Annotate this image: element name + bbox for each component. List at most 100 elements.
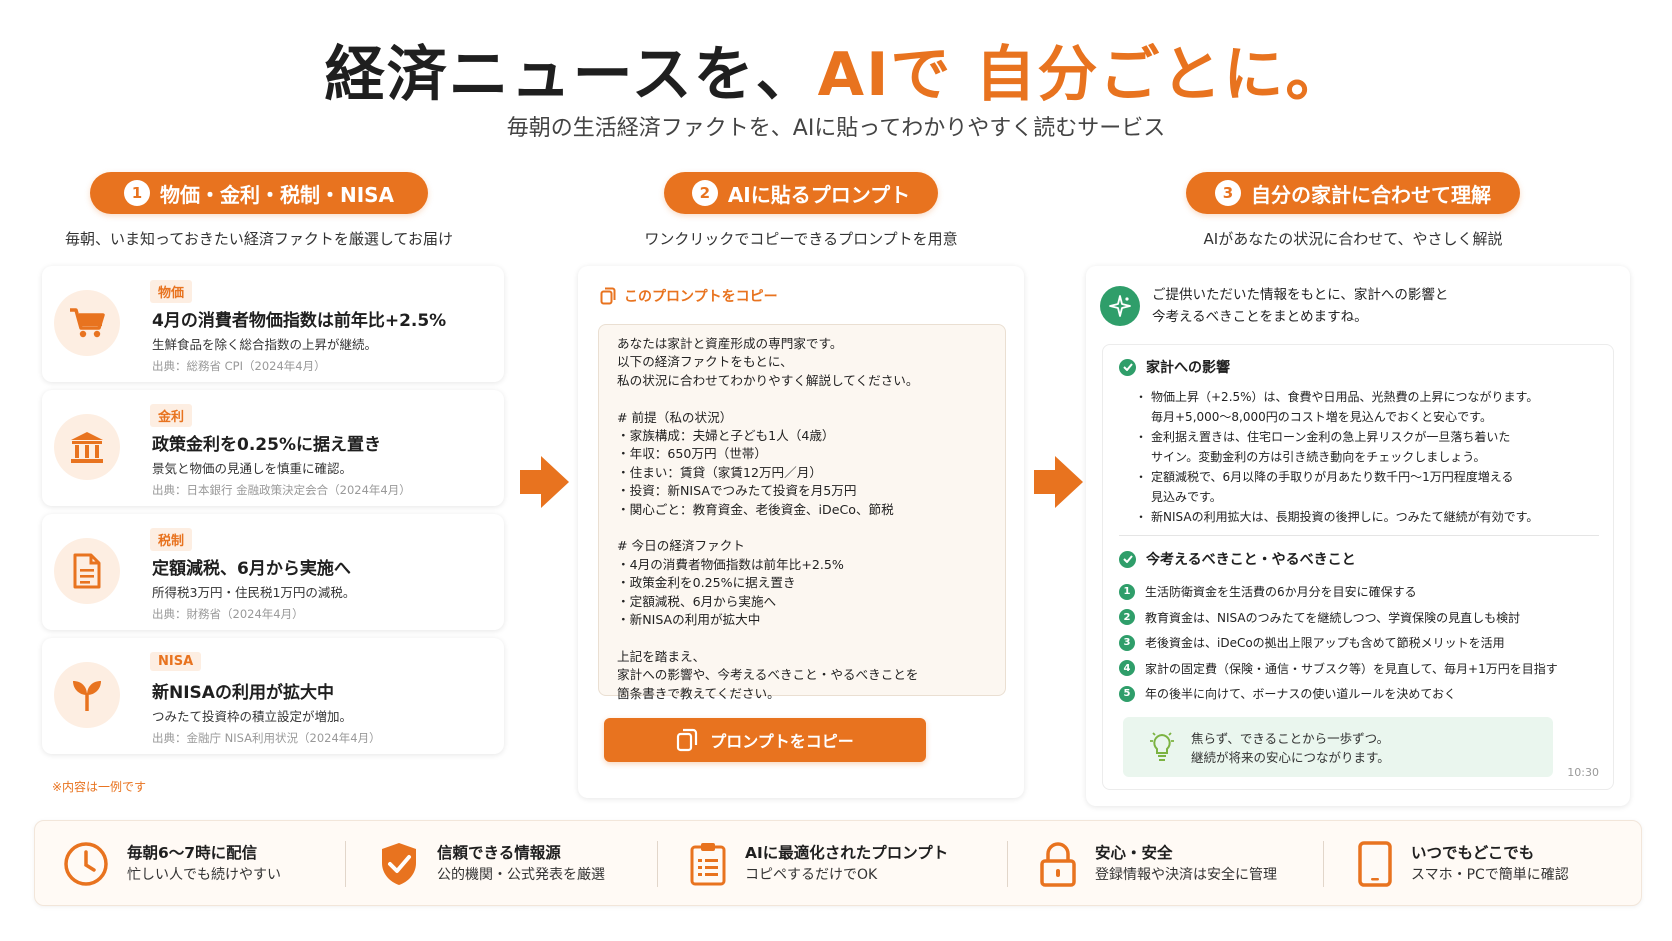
prompt-line: 箇条書きで教えてください。 <box>617 685 780 701</box>
prompt-line: ・家族構成：夫婦と子ども1人（4歳） <box>617 428 835 444</box>
fact-tag: 税制 <box>150 528 193 551</box>
fact-headline: 4月の消費者物価指数は前年比+2.5% <box>152 311 447 331</box>
prompt-line: ・4月の消費者物価指数は前年比+2.5% <box>617 556 844 572</box>
prompt-line: 上記を踏まえ、 <box>617 648 706 664</box>
impact-item: 物価上昇（+2.5%）は、食費や日用品、光熱費の上昇につながります。 <box>1135 387 1611 407</box>
fact-card-tax: 税制 定額減税、6月から実施へ 所得税3万円・住民税1万円の減税。 出典：財務省… <box>42 514 504 630</box>
copy-icon <box>677 728 698 752</box>
prompt-line: あなたは家計と資産形成の専門家です。 <box>617 336 843 351</box>
prompt-line: # 今日の経済ファクト <box>617 538 745 554</box>
prompt-line: ・住まい：賃貸（家賃12万円／月） <box>617 464 822 480</box>
prompt-text-box[interactable]: あなたは家計と資産形成の専門家です。 以下の経済ファクトをもとに、 私の状況に合… <box>598 324 1006 701</box>
todo-text: 家計の固定費（保険・通信・サブスク等）を見直して、毎月+1万円を目指す <box>1145 661 1558 676</box>
ai-sparkle-icon <box>1100 286 1140 326</box>
copy-prompt-button[interactable]: プロンプトをコピー <box>604 718 926 762</box>
step-2-desc: ワンクリックでコピーできるプロンプトを用意 <box>644 230 958 248</box>
todo-text: 年の後半に向けて、ボーナスの使い道ルールを決めておく <box>1145 687 1457 702</box>
step-1-pill: 1 物価・金利・税制・NISA <box>90 172 428 214</box>
todo-number: 4 <box>1119 660 1135 677</box>
fact-card-price: 物価 4月の消費者物価指数は前年比+2.5% 生鮮食品を除く総合指数の上昇が継続… <box>42 266 504 382</box>
prompt-line: 私の状況に合わせてわかりやすく解説してください。 <box>617 372 919 388</box>
prompt-line: ・投資：新NISAでつみたて投資を月5万円 <box>617 483 857 499</box>
step-2-pill: 2 AIに貼るプロンプト <box>664 172 938 214</box>
fact-headline: 定額減税、6月から実施へ <box>152 559 351 579</box>
todo-number: 2 <box>1119 609 1135 626</box>
todo-number: 1 <box>1119 583 1135 600</box>
step-1-label: 物価・金利・税制・NISA <box>159 182 395 207</box>
feature-divider <box>345 841 346 887</box>
page-subtitle: 毎朝の生活経済ファクトを、AIに貼ってわかりやすく読むサービス <box>506 116 1166 141</box>
prompt-line: ・年収：650万円（世帯） <box>617 446 767 462</box>
prompt-line: # 前提（私の状況） <box>617 409 733 425</box>
todo-text: 教育資金は、NISAのつみたてを継続しつつ、学資保険の見直しも検討 <box>1145 610 1521 625</box>
fact-tag: 物価 <box>150 280 193 303</box>
feature-sub: 登録情報や決済は安全に管理 <box>1095 867 1277 883</box>
shield-check-icon <box>382 843 416 885</box>
ai-intro-line: ご提供いただいた情報をもとに、家計への影響と <box>1152 287 1449 303</box>
todo-item: 5 年の後半に向けて、ボーナスの使い道ルールを決めておく <box>1119 681 1599 707</box>
fact-source: 出典：総務省 CPI（2024年4月） <box>152 359 326 373</box>
ai-response-panel: ご提供いただいた情報をもとに、家計への影響と 今考えるべきことをまとめますね。 … <box>1086 266 1630 806</box>
prompt-line: 以下の経済ファクトをもとに、 <box>617 354 793 370</box>
fact-sub: 生鮮食品を除く総合指数の上昇が継続。 <box>152 337 378 352</box>
fact-source: 出典：財務省（2024年4月） <box>152 607 304 621</box>
ai-answer-card: 家計への影響 物価上昇（+2.5%）は、食費や日用品、光熱費の上昇につながります… <box>1102 344 1614 790</box>
prompt-line: ・定額減税、6月から実施へ <box>617 593 777 609</box>
feature-title: いつでもどこでも <box>1411 844 1535 862</box>
step-3-label: 自分の家計に合わせて理解 <box>1251 182 1491 207</box>
step-3-number: 3 <box>1215 180 1241 206</box>
feature-title: 毎朝6〜7時に配信 <box>127 844 258 862</box>
impact-title-text: 家計への影響 <box>1146 360 1230 376</box>
title-accent: AIで 自分ごとに。 <box>817 40 1348 110</box>
feature-divider <box>657 841 658 887</box>
todo-text: 生活防衛資金を生活費の6か月分を目安に確保する <box>1145 585 1417 600</box>
todo-number: 5 <box>1119 685 1135 702</box>
feature-sub: 公的機関・公式発表を厳選 <box>437 867 605 883</box>
prompt-panel: このプロンプトをコピー あなたは家計と資産形成の専門家です。 以下の経済ファクト… <box>578 266 1024 798</box>
fact-tag: NISA <box>150 652 202 671</box>
copy-icon <box>600 287 616 305</box>
feature-divider <box>1007 841 1008 887</box>
step-2-label: AIに貼るプロンプト <box>727 182 911 207</box>
impact-item-cont: サイン。変動金利の方は引き続き動向をチェックしましょう。 <box>1151 450 1486 464</box>
todo-item: 3 老後資金は、iDeCoの拠出上限アップも含めて節税メリットを活用 <box>1119 630 1599 656</box>
feature-delivery: 毎朝6〜7時に配信忙しい人でも続けやすい <box>63 835 281 893</box>
todo-text: 老後資金は、iDeCoの拠出上限アップも含めて節税メリットを活用 <box>1145 636 1505 651</box>
ai-intro: ご提供いただいた情報をもとに、家計への影響と 今考えるべきことをまとめますね。 <box>1152 284 1448 328</box>
prompt-line: ・関心ごと：教育資金、老後資金、iDeCo、節税 <box>617 501 894 517</box>
document-icon <box>54 538 120 604</box>
step-1-desc: 毎朝、いま知っておきたい経済ファクトを厳選してお届け <box>65 230 453 248</box>
page-title: 経済ニュースを、AIで 自分ごとに。 <box>0 26 1672 113</box>
step-1-number: 1 <box>123 180 150 206</box>
check-icon <box>1119 550 1136 568</box>
fact-card-rate: 金利 政策金利を0.25%に据え置き 景気と物価の見通しを慎重に確認。 出典：日… <box>42 390 504 506</box>
fact-headline: 政策金利を0.25%に据え置き <box>152 435 381 455</box>
step-3-pill: 3 自分の家計に合わせて理解 <box>1186 172 1520 214</box>
impact-item-cont: 見込みです。 <box>1151 490 1222 504</box>
tablet-icon <box>1358 841 1392 887</box>
feature-divider <box>1323 841 1324 887</box>
feature-bar: 毎朝6〜7時に配信忙しい人でも続けやすい 信頼できる情報源公的機関・公式発表を厳… <box>34 820 1642 906</box>
feature-title: AIに最適化されたプロンプト <box>745 844 949 862</box>
fact-sub: 所得税3万円・住民税1万円の減税。 <box>152 585 356 600</box>
prompt-line <box>617 629 987 647</box>
impact-item: 金利据え置きは、住宅ローン金利の急上昇リスクが一旦落ち着いた <box>1135 427 1611 447</box>
feature-prompt: AIに最適化されたプロンプトコピペするだけでOK <box>689 835 948 893</box>
todo-number: 3 <box>1119 634 1135 651</box>
feature-sub: 忙しい人でも続けやすい <box>127 867 281 883</box>
impact-list: 物価上昇（+2.5%）は、食費や日用品、光熱費の上昇につながります。 毎月+5,… <box>1135 387 1611 527</box>
copy-prompt-link[interactable]: このプロンプトをコピー <box>600 286 778 306</box>
impact-section-title: 家計への影響 <box>1119 357 1230 377</box>
fact-sub: つみたて投資枠の積立設定が増加。 <box>152 709 353 724</box>
message-timestamp: 10:30 <box>1567 766 1599 779</box>
step-2-number: 2 <box>691 180 718 206</box>
ai-intro-line: 今考えるべきことをまとめますね。 <box>1152 309 1368 325</box>
check-icon <box>1119 358 1136 376</box>
todo-title-text: 今考えるべきこと・やるべきこと <box>1146 552 1356 568</box>
step-3-desc: AIがあなたの状況に合わせて、やさしく解説 <box>1203 230 1503 248</box>
lock-icon <box>1040 842 1076 887</box>
cart-icon <box>54 290 120 356</box>
feature-trust: 信頼できる情報源公的機関・公式発表を厳選 <box>379 835 605 893</box>
sprout-icon <box>54 662 120 728</box>
impact-item: 新NISAの利用拡大は、長期投資の後押しに。つみたて継続が有効です。 <box>1135 507 1611 527</box>
